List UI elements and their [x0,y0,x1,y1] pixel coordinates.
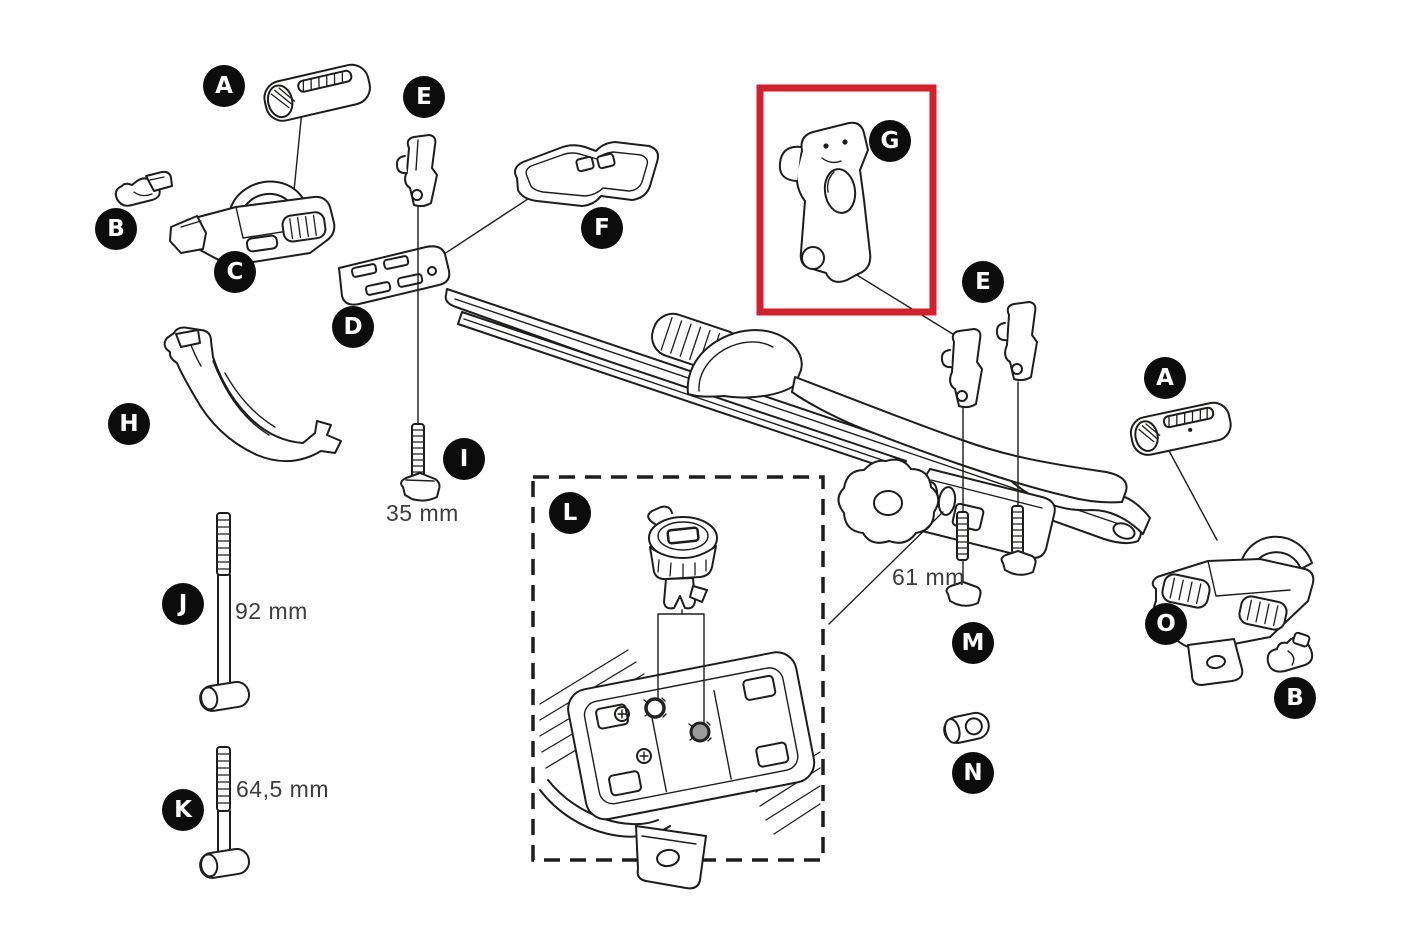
bolt-k [199,746,250,879]
part-h-wheel-cradle [163,326,342,463]
part-o-carrier-head-right [1151,535,1315,686]
bolt-m-short [1000,381,1037,576]
lock-washer-front [643,697,667,719]
measurement-bolt-m: 61 mm [892,564,965,590]
part-label-h: H [108,403,150,445]
part-label-k: K [162,789,204,831]
bolt-j [199,512,250,712]
part-label-a-left: A [203,65,245,107]
part-label-j: J [162,583,204,625]
measurement-bolt-k: 64,5 mm [236,776,329,802]
key-slot [666,526,700,545]
part-label-m: M [952,622,994,664]
part-g-lock-tower [778,121,872,283]
part-e-hooks-right [940,301,1038,409]
part-label-e-right: E [962,261,1004,303]
lock-washer-rear [688,721,712,743]
part-label-l: L [549,492,591,534]
measurement-bolt-j: 92 mm [235,598,308,624]
part-label-o: O [1145,603,1187,645]
part-label-b-left: B [95,208,137,250]
part-a-endcap-left [263,63,371,122]
part-label-e-top: E [403,76,445,118]
part-b-clip-right [1266,631,1314,673]
part-label-f: F [581,207,623,249]
highlight-box [756,84,937,316]
part-label-n: N [952,752,994,794]
part-n-barrel-nut [943,711,990,744]
part-label-g: G [869,120,911,162]
bolt-i [400,206,441,502]
part-label-c: C [214,251,256,293]
part-e-hook-top [395,134,438,208]
part-label-d: D [332,306,374,348]
part-d-adapter-plate [338,245,451,306]
part-label-a-right: A [1144,357,1186,399]
inset-lock-cylinder [647,505,718,615]
part-a-endcap-right [1129,401,1232,456]
measurement-bolt-i: 35 mm [386,500,459,526]
part-f-pad-frame [514,141,659,207]
bolt-m-long [945,407,982,607]
part-label-i: I [443,438,485,480]
part-b-clip-left [114,170,173,207]
part-label-b-right: B [1274,677,1316,719]
star-knob [837,458,940,544]
part-c-carrier-head-left [169,180,336,265]
leader-lines [292,109,1218,625]
inset-base-plate [539,613,821,890]
